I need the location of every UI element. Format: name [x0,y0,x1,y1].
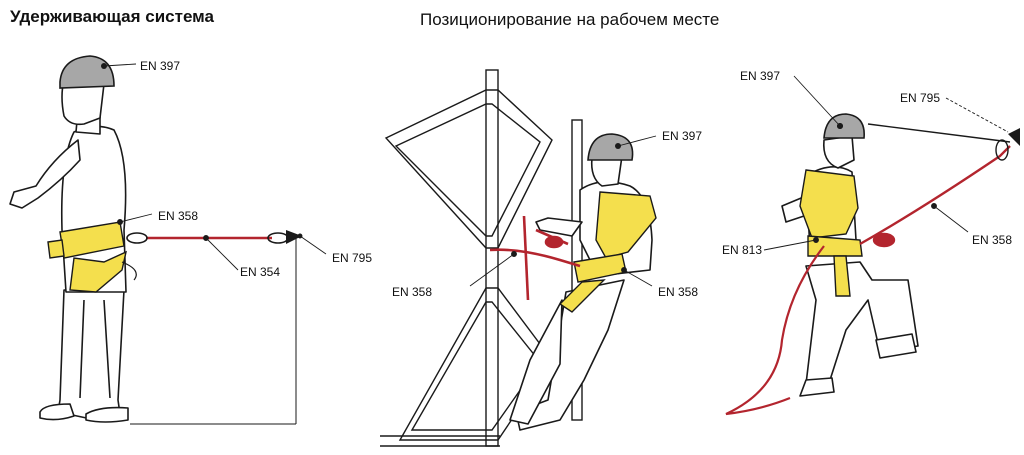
restraint-figure [9,79,129,423]
rope-line [725,245,825,416]
positioning-helmet [587,133,634,161]
restraint-leaders [103,63,327,271]
work-positioning-heading: Позиционирование на рабочем месте [420,10,720,29]
restraint-helmet [59,55,115,89]
restraint-anchor [121,230,302,425]
rope-lanyard-label: EN 358 [972,233,1012,247]
rope-helmet [823,113,865,139]
positioning-harness [558,191,657,313]
rope-anchor-label: EN 795 [900,91,940,105]
restraint-lanyard-label: EN 354 [240,265,280,279]
positioning-lanyard-label: EN 358 [392,285,432,299]
positioning-figure [509,149,653,431]
positioning-belt-label: EN 358 [658,285,698,299]
rope-leaders [763,75,1009,251]
rope-helmet-label: EN 397 [740,69,780,83]
positioning-helmet-label: EN 397 [662,129,702,143]
restraint-harness-label: EN 358 [158,209,198,223]
restraint-helmet-label: EN 397 [140,59,180,73]
positioning-leaders [469,135,657,287]
restraint-harness [47,221,127,293]
restraint-system-heading: Удерживающая система [10,7,214,26]
rope-anchor [867,123,1020,146]
restraint-anchor-label: EN 795 [332,251,372,265]
rope-lanyard [859,139,1011,248]
positioning-lanyard [489,215,581,301]
rope-harness-label: EN 813 [722,243,762,257]
rope-harness [799,169,863,297]
